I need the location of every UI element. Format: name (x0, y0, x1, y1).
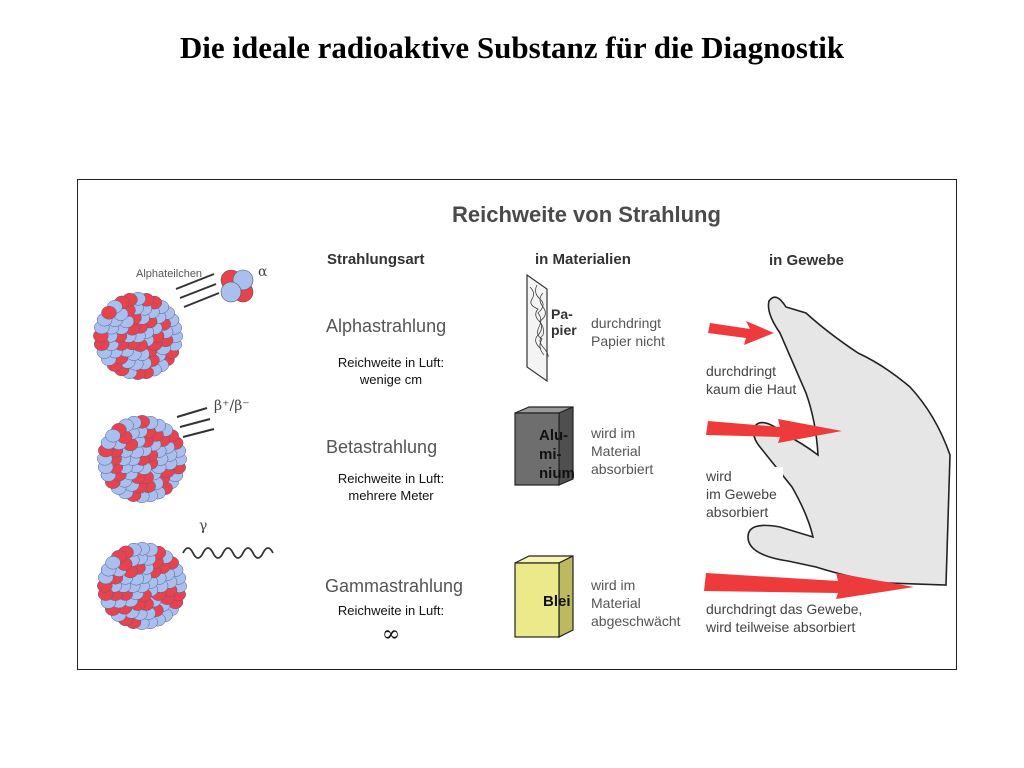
proton (101, 305, 117, 320)
alpha-range-value: wenige cm (359, 372, 423, 387)
beta-motion-lines (176, 407, 215, 438)
beta-tissue-arrow-icon (706, 419, 842, 443)
gamma-range-label: Reichweite in Luft: (337, 603, 445, 618)
alpha-range-label: Reichweite in Luft: (337, 355, 445, 370)
alpha-tissue-line1: durchdringt (706, 363, 777, 379)
gamma-wave-icon (182, 547, 274, 559)
beta-material-line3: absorbiert (591, 461, 654, 477)
neutron (105, 555, 121, 570)
gamma-material-line3: abgeschwächt (591, 613, 681, 629)
lead-block-icon (514, 555, 574, 638)
beta-range-label: Reichweite in Luft: (337, 471, 445, 486)
figure-title: Reichweite von Strahlung (452, 202, 721, 227)
tissue-illustration (704, 296, 951, 599)
alpha-tissue-effect: durchdringt kaum die Haut (706, 362, 796, 398)
paper-sheet-icon (526, 273, 549, 383)
alpha-material-line1: durchdringt (591, 315, 662, 331)
beta-symbol: β⁺/β⁻ (214, 398, 250, 414)
alpha-particle-caption: Alphateilchen (136, 268, 203, 280)
hand-icon (747, 296, 951, 586)
gamma-range: Reichweite in Luft: ∞ (311, 602, 471, 649)
alpha-symbol: α (258, 264, 268, 280)
gamma-tissue-line2: wird teilweise absorbiert (706, 619, 856, 635)
alpha-tissue-arrow-icon (708, 321, 774, 345)
beta-material-effect: wird im Material absorbiert (591, 424, 653, 478)
beta-tissue-effect: wird im Gewebe absorbiert (706, 467, 783, 521)
materials-illustrations (514, 273, 574, 638)
alpha-material-effect: durchdringt Papier nicht (591, 314, 665, 350)
aluminium-block-icon (514, 406, 574, 486)
gamma-material-line2: Material (591, 595, 641, 611)
header-in-materials: in Materialien (535, 251, 631, 268)
neutron (105, 428, 121, 443)
header-radiation-type: Strahlungsart (327, 251, 425, 268)
gamma-tissue-line1: durchdringt das Gewebe, (706, 601, 863, 617)
beta-range-value: mehrere Meter (348, 488, 434, 503)
radiation-arrows (704, 321, 914, 599)
gamma-range-value: ∞ (381, 622, 401, 647)
alpha-range: Reichweite in Luft: wenige cm (311, 354, 471, 388)
beta-range: Reichweite in Luft: mehrere Meter (311, 470, 471, 504)
alpha-motion-lines (175, 273, 220, 308)
beta-tissue-line2: im Gewebe (706, 486, 777, 502)
alpha-tissue-line2: kaum die Haut (706, 381, 797, 397)
nuclei-illustrations (93, 269, 274, 630)
beta-tissue-line3: absorbiert (706, 504, 769, 520)
gamma-tissue-arrow-icon (704, 573, 914, 599)
alpha-material-line2: Papier nicht (591, 333, 665, 349)
beta-emitting-nucleus (97, 415, 187, 503)
beta-material-line2: Material (591, 443, 641, 459)
radiation-range-figure: Reichweite von Strahlung Strahlungsart i… (77, 179, 957, 670)
gamma-emitting-nucleus (97, 542, 187, 630)
gamma-radiation-name: Gammastrahlung (325, 576, 464, 596)
beta-tissue-line1: wird (706, 468, 732, 484)
beta-material-line1: wird im (591, 425, 636, 441)
alpha-particle-icon (220, 269, 254, 303)
alpha-radiation-name: Alphastrahlung (326, 316, 447, 336)
lead-label: Blei (543, 593, 571, 610)
header-in-tissue: in Gewebe (769, 252, 845, 269)
paper-label: Pa- pier (551, 306, 577, 338)
gamma-symbol: γ (199, 518, 208, 534)
beta-radiation-name: Betastrahlung (326, 437, 438, 457)
slide-title: Die ideale radioaktive Substanz für die … (179, 30, 845, 65)
gamma-material-line1: wird im (591, 577, 636, 593)
gamma-material-effect: wird im Material abgeschwächt (591, 576, 681, 630)
alpha-emitting-nucleus (93, 292, 183, 380)
gamma-tissue-effect: durchdringt das Gewebe, wird teilweise a… (706, 600, 862, 636)
aluminium-label: Alu- mi- nium (539, 427, 575, 482)
